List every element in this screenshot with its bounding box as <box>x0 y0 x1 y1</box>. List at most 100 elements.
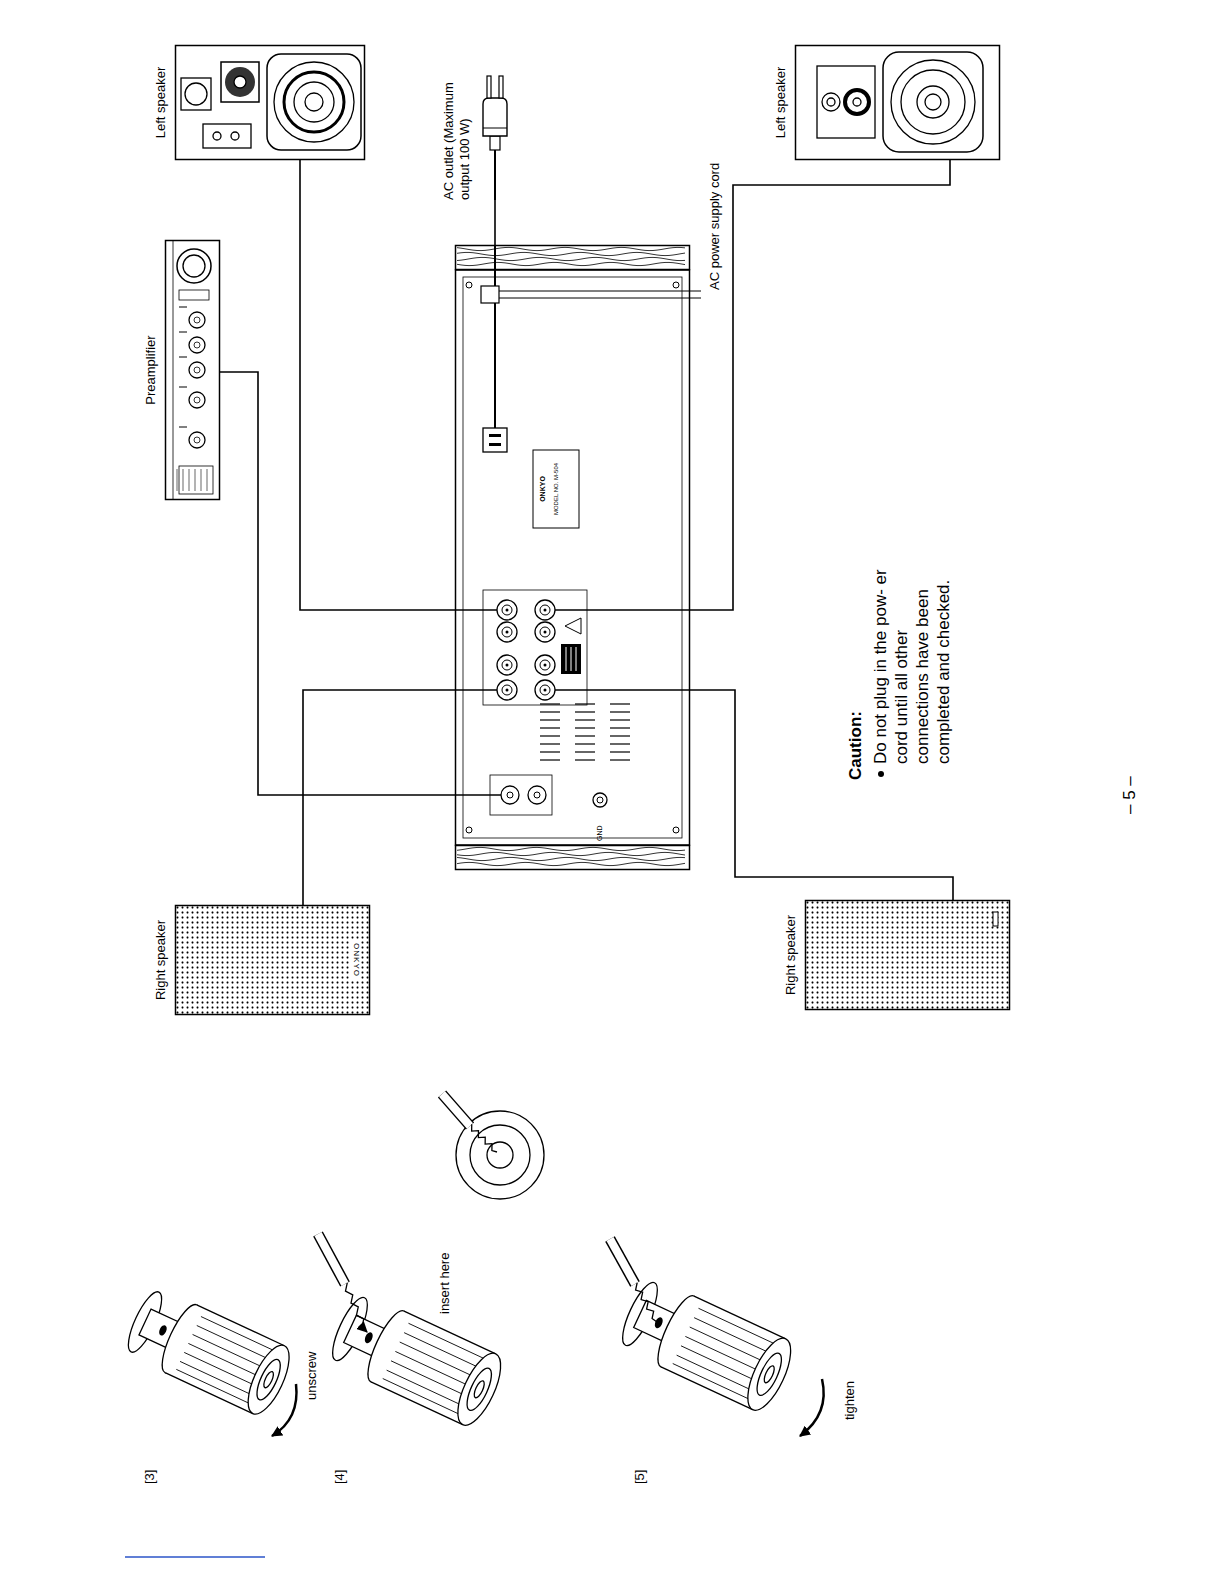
wire-insert <box>318 1234 367 1332</box>
vent-slot <box>610 727 630 728</box>
component-node: Right speakerONKYO <box>153 905 370 1015</box>
bare-wire <box>472 1124 497 1152</box>
vent-slot <box>540 711 560 712</box>
label-anchor: insert here <box>437 1253 453 1314</box>
tweeter-plate <box>221 62 259 102</box>
preamp-display-line <box>183 469 184 491</box>
preamp-knob-cap <box>194 367 200 373</box>
speaker-terminal <box>497 680 517 700</box>
label-anchor: AC power supply cord <box>707 163 723 290</box>
plate-slot: ONKYO <box>351 940 361 980</box>
knob-edge <box>661 1367 753 1410</box>
knob-rib <box>681 1346 762 1384</box>
wire-insulation <box>610 1239 635 1284</box>
label-anchor: unscrew <box>304 1352 320 1400</box>
knob-face <box>240 1340 298 1420</box>
caption-slot: Left speaker <box>153 45 169 160</box>
vent-slot <box>540 735 560 736</box>
preamp-display-line <box>189 469 190 491</box>
vent-slot <box>540 751 560 752</box>
caution-note: Do not plug in the pow- er cord until al… <box>870 559 954 764</box>
knob-rib <box>677 1355 758 1393</box>
knob-face-ring <box>462 1365 496 1413</box>
model-number: MODEL NO. M-504 <box>553 450 560 528</box>
plug-body <box>483 98 507 136</box>
tweeter-dome <box>234 76 246 88</box>
plug-prong <box>499 76 503 98</box>
vent-slot <box>575 751 595 752</box>
caption-slot: Left speaker <box>773 45 789 160</box>
preamp-case <box>166 241 220 500</box>
power-cord <box>499 298 701 299</box>
panel-screw <box>673 827 679 833</box>
preamp-display <box>179 466 213 494</box>
volume-knob <box>177 249 211 283</box>
vent-slot <box>610 743 630 744</box>
speaker-cabinet <box>176 46 365 160</box>
speaker-terminal-ring <box>502 605 512 615</box>
preamp-switch <box>179 387 187 388</box>
level-knob <box>231 132 239 140</box>
wire-end-view <box>442 1094 497 1152</box>
speaker-terminal-core <box>544 689 547 692</box>
panel-screw <box>466 827 472 833</box>
vent-slot <box>610 711 630 712</box>
speaker-cable <box>220 372 455 795</box>
vent-slot <box>575 711 595 712</box>
label-anchor: – 5 – <box>1120 776 1140 814</box>
brand-mark: ONKYO <box>539 450 547 528</box>
component-node: Left speaker <box>773 45 1000 160</box>
wire-insulation <box>318 1234 345 1284</box>
speaker-terminal-core <box>506 631 509 634</box>
caption-slot: Right speaker <box>783 900 799 1010</box>
knob-rib <box>400 1342 481 1380</box>
speaker-terminal-ring <box>502 685 512 695</box>
caption-label: Left speaker <box>773 45 789 160</box>
step-caption: unscrew <box>304 1352 320 1400</box>
tweeter-panel <box>817 66 875 138</box>
vent-slot <box>575 727 595 728</box>
label-anchor: GND <box>596 825 604 841</box>
caption-slot: AC outlet (Maximum output 100 W) <box>441 50 472 200</box>
knob-face-ring <box>252 1356 285 1402</box>
preamp-display-line <box>177 469 178 491</box>
outlet-slot <box>489 434 501 437</box>
plug-strain-relief <box>490 136 500 150</box>
wire-tightened <box>610 1239 657 1322</box>
tweeter-main <box>845 90 869 114</box>
knob-edge <box>404 1311 496 1354</box>
step-number: [5] <box>632 1470 648 1484</box>
label-anchor: [3] <box>142 1470 158 1484</box>
wire-insulation-edge <box>442 1094 470 1126</box>
tweeter-main-core <box>853 98 861 106</box>
knob-rib <box>395 1351 476 1389</box>
knob-rib <box>176 1369 254 1405</box>
brand-mark: ONKYO <box>351 940 361 980</box>
knob-rib <box>694 1318 775 1356</box>
preamp-button <box>179 290 209 300</box>
binding-post-insert <box>324 1289 509 1431</box>
step-number: [3] <box>142 1470 158 1484</box>
woofer-ring <box>925 94 941 110</box>
component-node: Left speaker <box>153 45 365 160</box>
internal-wire <box>555 689 690 691</box>
vent-slot <box>540 759 560 760</box>
speaker-terminal-core <box>506 689 509 692</box>
page-number: – 5 – <box>1120 776 1140 814</box>
ground-terminal <box>593 793 607 807</box>
knob-edge <box>197 1305 285 1346</box>
label-anchor: Caution: <box>846 711 866 780</box>
speaker-cable <box>690 160 950 610</box>
internal-wire <box>455 794 501 796</box>
panel-screw <box>673 282 679 288</box>
panel-screw <box>466 282 472 288</box>
knob-rib <box>184 1352 262 1388</box>
knob-face-core <box>472 1379 486 1399</box>
wood-grain <box>457 252 685 255</box>
speaker-figure <box>175 45 365 160</box>
knob-face-core <box>762 1364 776 1384</box>
knob-rib <box>391 1361 472 1399</box>
knob-edge <box>371 1382 463 1425</box>
speaker-terminal <box>535 655 555 675</box>
knob-rib <box>690 1327 771 1365</box>
